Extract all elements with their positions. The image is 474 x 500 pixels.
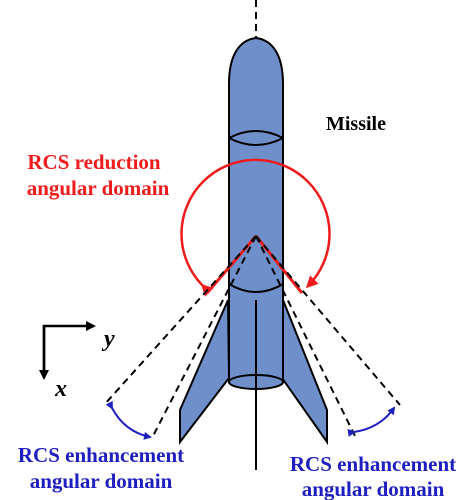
enhancement-right-label-line1: RCS enhancement (290, 452, 456, 476)
domain-boundary-lines (103, 235, 401, 439)
missile-label: Missile (326, 113, 386, 135)
left-fin (179, 299, 231, 445)
reduction-arc (180, 158, 331, 297)
right-enhancement-arc (347, 406, 396, 437)
enhancement-left-label-line2: angular domain (30, 469, 173, 493)
axis-label-x: x (54, 376, 67, 402)
left-enhancement-arc (105, 400, 152, 440)
enhancement-left-label-line1: RCS enhancement (18, 443, 184, 467)
axis-label-y: y (101, 326, 115, 352)
enhancement-right-label-line2: angular domain (302, 477, 445, 500)
reduction-label-line2: angular domain (27, 176, 170, 200)
coordinate-axes: y x (39, 321, 115, 402)
reduction-label-line1: RCS reduction (27, 150, 161, 174)
right-fin (280, 299, 328, 446)
